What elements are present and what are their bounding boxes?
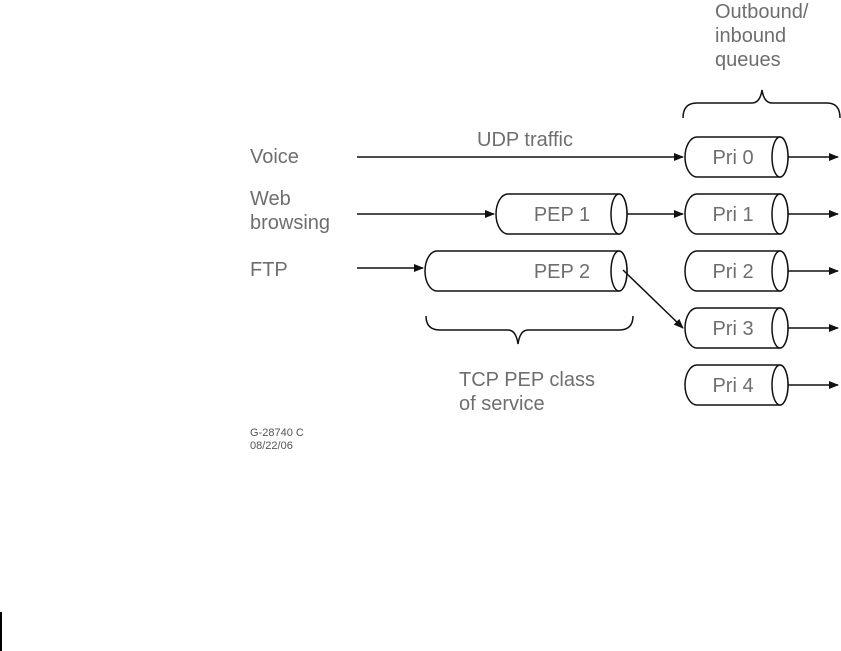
- tcp-pep-label: TCP PEP class of service: [459, 369, 595, 415]
- pep-label-pep2: PEP 2: [534, 261, 590, 283]
- queue-cylinder-pri1: Pri 1: [684, 193, 789, 235]
- queues-heading: Outbound/ inbound queues: [715, 1, 809, 71]
- queue-label-pri3: Pri 3: [712, 318, 753, 340]
- pep-cylinder-pep2: PEP 2: [424, 250, 628, 292]
- queue-cylinder-pri3: Pri 3: [684, 307, 789, 349]
- queue-label-pri1: Pri 1: [712, 204, 753, 226]
- queues-bracket: [682, 89, 841, 119]
- edge-bar: [0, 612, 2, 651]
- pep-cylinder-pep1: PEP 1: [495, 193, 628, 235]
- queue-label-pri0: Pri 0: [712, 147, 753, 169]
- source-label-voice: Voice: [250, 146, 299, 168]
- queue-cylinder-pri2: Pri 2: [684, 250, 789, 292]
- queue-cylinder-pri0: Pri 0: [684, 136, 789, 178]
- tcp-pep-bracket: [425, 315, 634, 345]
- queue-label-pri2: Pri 2: [712, 261, 753, 283]
- document-id: G-28740 C 08/22/06: [250, 427, 304, 452]
- pep-label-pep1: PEP 1: [534, 204, 590, 226]
- pep2-to-pri3-arrow: [622, 269, 684, 329]
- udp-traffic-label: UDP traffic: [477, 129, 573, 151]
- queue-cylinder-pri4: Pri 4: [684, 364, 789, 406]
- source-label-ftp: FTP: [250, 259, 288, 281]
- source-label-web: Web browsing: [250, 188, 331, 234]
- queue-label-pri4: Pri 4: [712, 375, 753, 397]
